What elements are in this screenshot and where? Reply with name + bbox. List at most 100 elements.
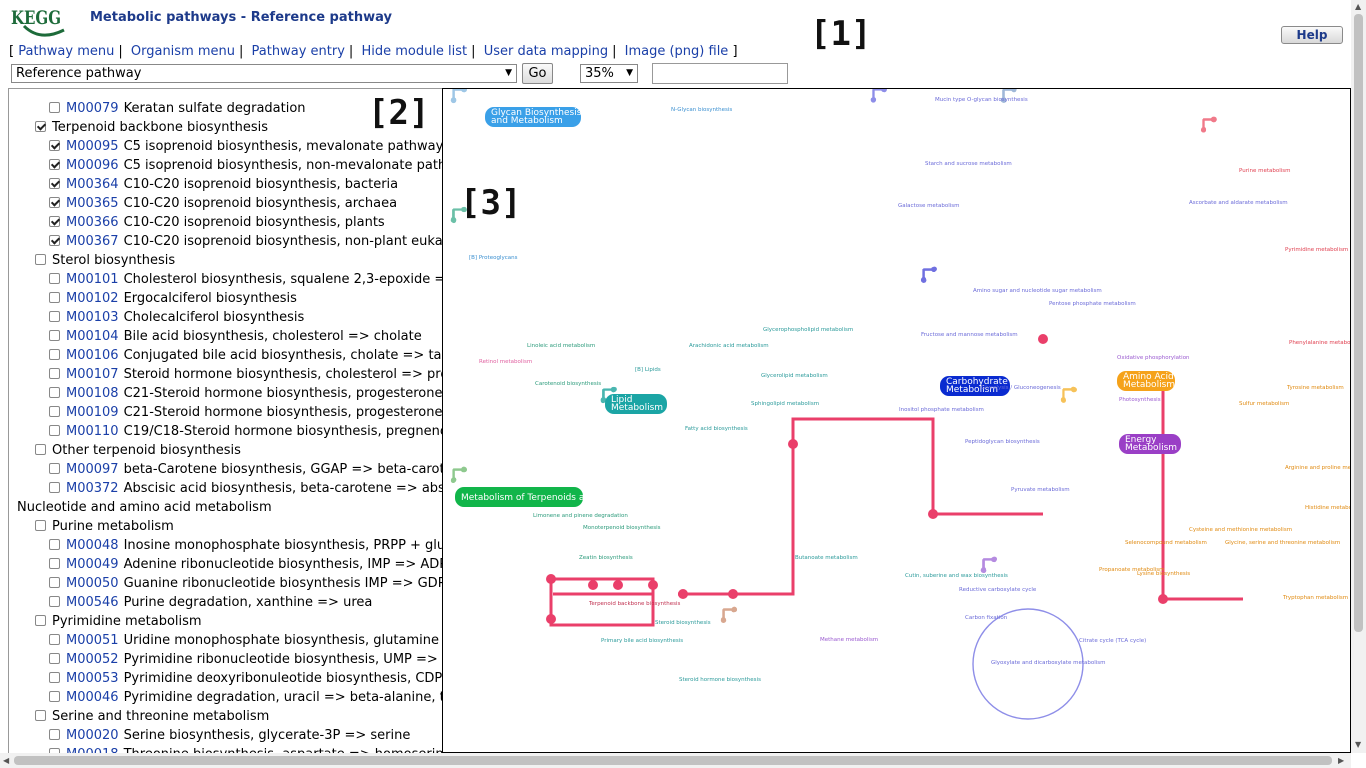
module-checkbox[interactable] xyxy=(49,349,60,360)
pathway-label-nglycan[interactable]: N-Glycan biosynthesis xyxy=(671,107,732,113)
help-button[interactable]: Help xyxy=(1281,26,1343,44)
horizontal-scroll-thumb[interactable] xyxy=(14,756,1332,765)
module-id-link[interactable]: M00109 xyxy=(66,405,119,420)
horizontal-scrollbar[interactable]: ◀ ▶ xyxy=(0,753,1351,768)
module-checkbox[interactable] xyxy=(49,425,60,436)
go-button[interactable]: Go xyxy=(522,63,553,84)
module-checkbox[interactable] xyxy=(35,615,46,626)
pathway-label-glycine[interactable]: Glycine, serine and threonine metabolism xyxy=(1225,540,1340,546)
module-checkbox[interactable] xyxy=(49,577,60,588)
pathway-label-peptidoglycan[interactable]: Peptidoglycan biosynthesis xyxy=(965,439,1040,445)
module-id-link[interactable]: M00104 xyxy=(66,329,119,344)
module-id-link[interactable]: M00049 xyxy=(66,557,119,572)
pathway-label-fructose[interactable]: Fructose and mannose metabolism xyxy=(921,332,1018,338)
module-id-link[interactable]: M00367 xyxy=(66,234,119,249)
module-id-link[interactable]: M00366 xyxy=(66,215,119,230)
pathway-label-glycerophospholipid[interactable]: Glycerophospholipid metabolism xyxy=(763,327,853,333)
module-checkbox[interactable] xyxy=(49,729,60,740)
module-id-link[interactable]: M00372 xyxy=(66,481,119,496)
pathway-label-monoterpenoid[interactable]: Monoterpenoid biosynthesis xyxy=(583,525,661,531)
module-checkbox[interactable] xyxy=(49,292,60,303)
pathway-label-glycerolipid[interactable]: Glycerolipid metabolism xyxy=(761,373,828,379)
module-checkbox[interactable] xyxy=(49,558,60,569)
scroll-right-icon[interactable]: ▶ xyxy=(1338,756,1345,765)
menu-pathway-menu[interactable]: Pathway menu xyxy=(18,44,115,59)
menu-pathway-entry[interactable]: Pathway entry xyxy=(251,44,345,59)
pathway-label-reductivecarbox[interactable]: Reductive carboxylate cycle xyxy=(959,587,1037,593)
pathway-label-aminosugar[interactable]: Amino sugar and nucleotide sugar metabol… xyxy=(973,288,1102,294)
pathway-label-cysteine[interactable]: Cysteine and methionine metabolism xyxy=(1189,527,1292,533)
vertical-scroll-thumb[interactable] xyxy=(1354,14,1363,632)
module-checkbox[interactable] xyxy=(49,368,60,379)
module-id-link[interactable]: M00365 xyxy=(66,196,119,211)
module-checkbox[interactable] xyxy=(35,710,46,721)
pathway-label-lysine[interactable]: Lysine biosynthesis xyxy=(1137,571,1190,577)
pathway-label-arginine[interactable]: Arginine and proline metabolism xyxy=(1285,465,1351,471)
pathway-label-pyrimidine[interactable]: Pyrimidine metabolism xyxy=(1285,247,1348,253)
pathway-label-inositol[interactable]: Inositol phosphate metabolism xyxy=(899,407,984,413)
module-checkbox[interactable] xyxy=(49,197,60,208)
pathway-label-steroidhormone[interactable]: Steroid hormone biosynthesis xyxy=(679,677,761,683)
pathway-label-phenylalanine[interactable]: Phenylalanine metabolism xyxy=(1289,340,1351,346)
pathway-label-limonene[interactable]: Limonene and pinene degradation xyxy=(533,513,628,519)
scroll-left-icon[interactable]: ◀ xyxy=(3,756,10,765)
module-id-link[interactable]: M00020 xyxy=(66,728,119,743)
pathway-label-carotenoid[interactable]: Carotenoid biosynthesis xyxy=(535,381,601,387)
module-checkbox[interactable] xyxy=(49,691,60,702)
module-checkbox[interactable] xyxy=(35,254,46,265)
module-id-link[interactable]: M00079 xyxy=(66,101,119,116)
scroll-up-icon[interactable]: ▲ xyxy=(1355,2,1362,11)
module-id-link[interactable]: M00102 xyxy=(66,291,119,306)
module-checkbox[interactable] xyxy=(49,330,60,341)
module-id-link[interactable]: M00018 xyxy=(66,747,119,753)
search-input[interactable] xyxy=(652,63,788,84)
module-checkbox[interactable] xyxy=(49,235,60,246)
pathway-label-glycolysis[interactable]: Glycolysis / Gluconeogenesis xyxy=(981,385,1061,391)
pathway-label-pentose[interactable]: Pentose phosphate metabolism xyxy=(1049,301,1136,307)
pathway-label-steroid[interactable]: Steroid biosynthesis xyxy=(655,620,711,626)
module-id-link[interactable]: M00103 xyxy=(66,310,119,325)
module-checkbox[interactable] xyxy=(49,406,60,417)
pathway-label-methane[interactable]: Methane metabolism xyxy=(820,637,878,643)
category-terpenoid[interactable]: Metabolism of Terpenoids and Polyketides xyxy=(455,487,650,507)
module-id-link[interactable]: M00108 xyxy=(66,386,119,401)
module-id-link[interactable]: M00046 xyxy=(66,690,119,705)
module-id-link[interactable]: M00107 xyxy=(66,367,119,382)
pathway-label-selenocompound[interactable]: Selenocompound metabolism xyxy=(1125,540,1207,546)
module-checkbox[interactable] xyxy=(49,216,60,227)
module-id-link[interactable]: M00546 xyxy=(66,595,119,610)
module-id-link[interactable]: M00110 xyxy=(66,424,119,439)
pathway-label-glyoxylate[interactable]: Glyoxylate and dicarboxylate metabolism xyxy=(991,660,1106,666)
menu-user-data-mapping[interactable]: User data mapping xyxy=(483,44,609,59)
module-id-link[interactable]: M00048 xyxy=(66,538,119,553)
module-checkbox[interactable] xyxy=(49,653,60,664)
module-checkbox[interactable] xyxy=(49,463,60,474)
pathway-label-pyruvate[interactable]: Pyruvate metabolism xyxy=(1011,487,1070,493)
module-id-link[interactable]: M00050 xyxy=(66,576,119,591)
module-id-link[interactable]: M00052 xyxy=(66,652,119,667)
module-checkbox[interactable] xyxy=(49,102,60,113)
module-checkbox[interactable] xyxy=(49,748,60,753)
module-checkbox[interactable] xyxy=(35,520,46,531)
vertical-scrollbar[interactable]: ▲ ▼ xyxy=(1351,0,1366,753)
zoom-select[interactable]: 35% ▼ xyxy=(580,64,638,83)
module-checkbox[interactable] xyxy=(49,672,60,683)
module-checkbox[interactable] xyxy=(35,444,46,455)
pathway-label-sulfur[interactable]: Sulfur metabolism xyxy=(1239,401,1289,407)
pathway-label-tca[interactable]: Citrate cycle (TCA cycle) xyxy=(1079,638,1146,644)
module-checkbox[interactable] xyxy=(49,634,60,645)
module-id-link[interactable]: M00097 xyxy=(66,462,119,477)
pathway-label-zeatin[interactable]: Zeatin biosynthesis xyxy=(579,555,633,561)
pathway-label-carbonfix[interactable]: Carbon fixation xyxy=(965,615,1008,621)
module-checkbox[interactable] xyxy=(49,482,60,493)
pathway-label-cutin[interactable]: Cutin, suberine and wax biosynthesis xyxy=(905,573,1008,579)
pathway-label-proteoglycans[interactable]: [B] Proteoglycans xyxy=(469,255,518,261)
module-checkbox[interactable] xyxy=(49,140,60,151)
module-id-link[interactable]: M00106 xyxy=(66,348,119,363)
